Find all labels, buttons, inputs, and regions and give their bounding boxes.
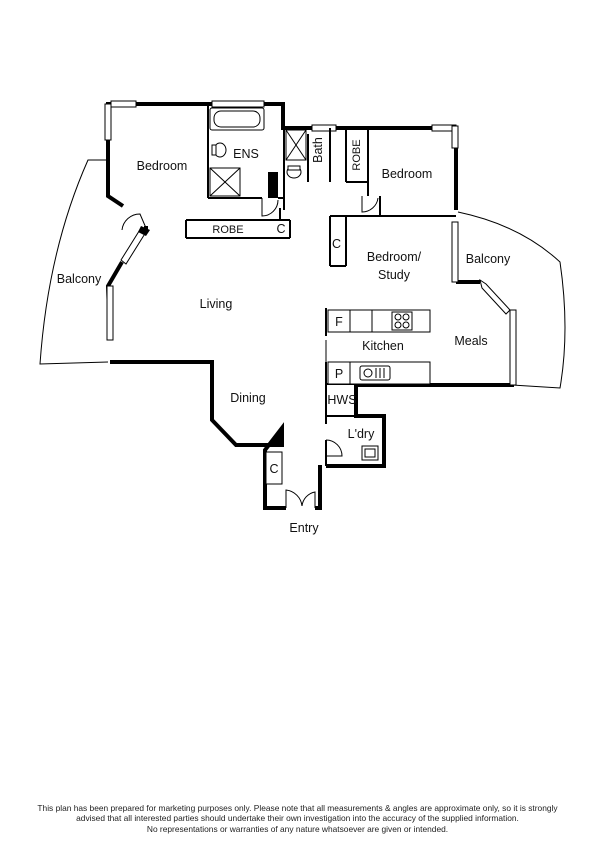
room-label-living: Living <box>200 297 233 311</box>
room-label-balcony-left: Balcony <box>57 272 102 286</box>
windows <box>104 100 517 386</box>
room-label-bedroom-2: Bedroom <box>382 167 433 181</box>
room-label-fridge: F <box>335 315 343 329</box>
fixtures <box>209 107 431 485</box>
disclaimer-line: This plan has been prepared for marketin… <box>37 803 558 813</box>
room-label-dining: Dining <box>230 391 265 405</box>
balcony-right-outline <box>457 211 566 389</box>
room-label-robe-hall: ROBE <box>212 224 243 236</box>
room-label-balcony-right: Balcony <box>466 252 511 266</box>
room-label-laundry: L'dry <box>348 427 375 441</box>
wall-accent <box>138 226 150 236</box>
room-label-bedroom-1: Bedroom <box>137 159 188 173</box>
room-label-hws: HWS <box>327 393 356 407</box>
wall-accent <box>266 428 282 446</box>
room-label-cupboard-hall: C <box>276 222 285 236</box>
room-label-ensuite: ENS <box>233 147 259 161</box>
room-label-pantry: P <box>335 367 343 381</box>
room-label-cupboard-study: C <box>332 237 341 251</box>
room-label-entry: Entry <box>289 521 319 535</box>
room-label-robe-small: ROBE <box>351 139 363 170</box>
wall-accent <box>268 172 278 198</box>
room-label-cupboard-entry: C <box>269 462 278 476</box>
door-swings <box>121 196 379 508</box>
interior-walls <box>185 104 456 466</box>
disclaimer: This plan has been prepared for marketin… <box>0 803 595 834</box>
room-label-kitchen: Kitchen <box>362 339 404 353</box>
disclaimer-line: advised that all interested parties shou… <box>76 813 519 824</box>
balcony-left-outline <box>39 159 109 365</box>
disclaimer-line: No representations or warranties of any … <box>146 823 449 834</box>
room-label-meals: Meals <box>454 334 487 348</box>
room-label-bedroom-study-1: Bedroom/ <box>367 250 422 264</box>
room-label-bedroom-study-2: Study <box>378 268 411 282</box>
room-label-bath: Bath <box>311 137 325 163</box>
